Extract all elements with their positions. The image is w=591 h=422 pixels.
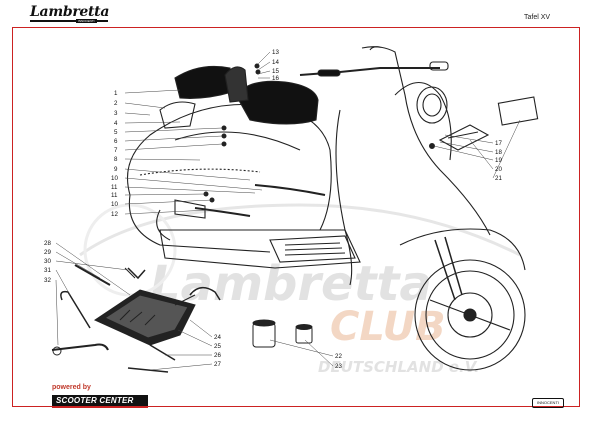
callout-3: 3 [114,110,118,117]
callout-9: 9 [114,166,118,173]
toolkit-parts [51,63,435,373]
drawing-frame [12,27,580,407]
watermark-brand: Lambretta [150,256,432,312]
brand-sub: INNOCENTI [76,19,97,23]
callout-27: 27 [214,361,221,368]
innocenti-badge: INNOCENTI [532,398,564,408]
brand-wordmark: Lambretta [30,4,110,20]
callout-21: 21 [495,175,502,182]
callout-1: 1 [114,90,118,97]
callout-25: 25 [214,343,221,350]
callout-19: 19 [495,157,502,164]
callout-16: 16 [272,75,279,82]
callout-2: 2 [114,100,118,107]
callout-13: 13 [272,49,279,56]
callout-29: 29 [44,249,51,256]
plate-label: Tafel XV [524,14,551,21]
scooter-illustration [126,46,539,371]
callout-30: 30 [44,258,51,265]
callout-20: 20 [495,166,502,173]
callout-18: 18 [495,149,502,156]
callout-11a: 11 [111,184,118,191]
callout-17: 17 [495,140,502,147]
callout-26: 26 [214,352,221,359]
callout-31: 31 [44,267,51,274]
callout-11b: 11 [111,192,118,199]
callout-10b: 10 [111,201,118,208]
scooter-center-logo: SCOOTER CENTER [52,395,148,409]
sponsor-name: SCOOTER CENTER [56,396,134,405]
callout-28: 28 [44,240,51,247]
lambretta-logo: Lambretta INNOCENTI [30,4,110,23]
callout-labels: 1 2 3 4 5 6 7 8 9 10 11 11 10 12 13 14 1… [44,49,502,370]
callout-4: 4 [114,120,118,127]
callout-5: 5 [114,129,118,136]
callout-12: 12 [111,211,118,218]
callout-15: 15 [272,68,279,75]
club-watermark: Lambretta CLUB DEUTSCHLAND e.V. [79,203,521,376]
callout-7: 7 [114,147,118,154]
watermark-club: CLUB [330,304,446,350]
powered-by-label: powered by [52,384,91,391]
callout-6: 6 [114,138,118,145]
leader-lines [55,51,521,371]
callout-24: 24 [214,334,221,341]
callout-22: 22 [335,353,342,360]
callout-23: 23 [335,363,342,370]
watermark-country: DEUTSCHLAND e.V. [318,358,480,376]
callout-10a: 10 [111,175,118,182]
callout-8: 8 [114,156,118,163]
callout-32: 32 [44,277,51,284]
callout-14: 14 [272,59,279,66]
